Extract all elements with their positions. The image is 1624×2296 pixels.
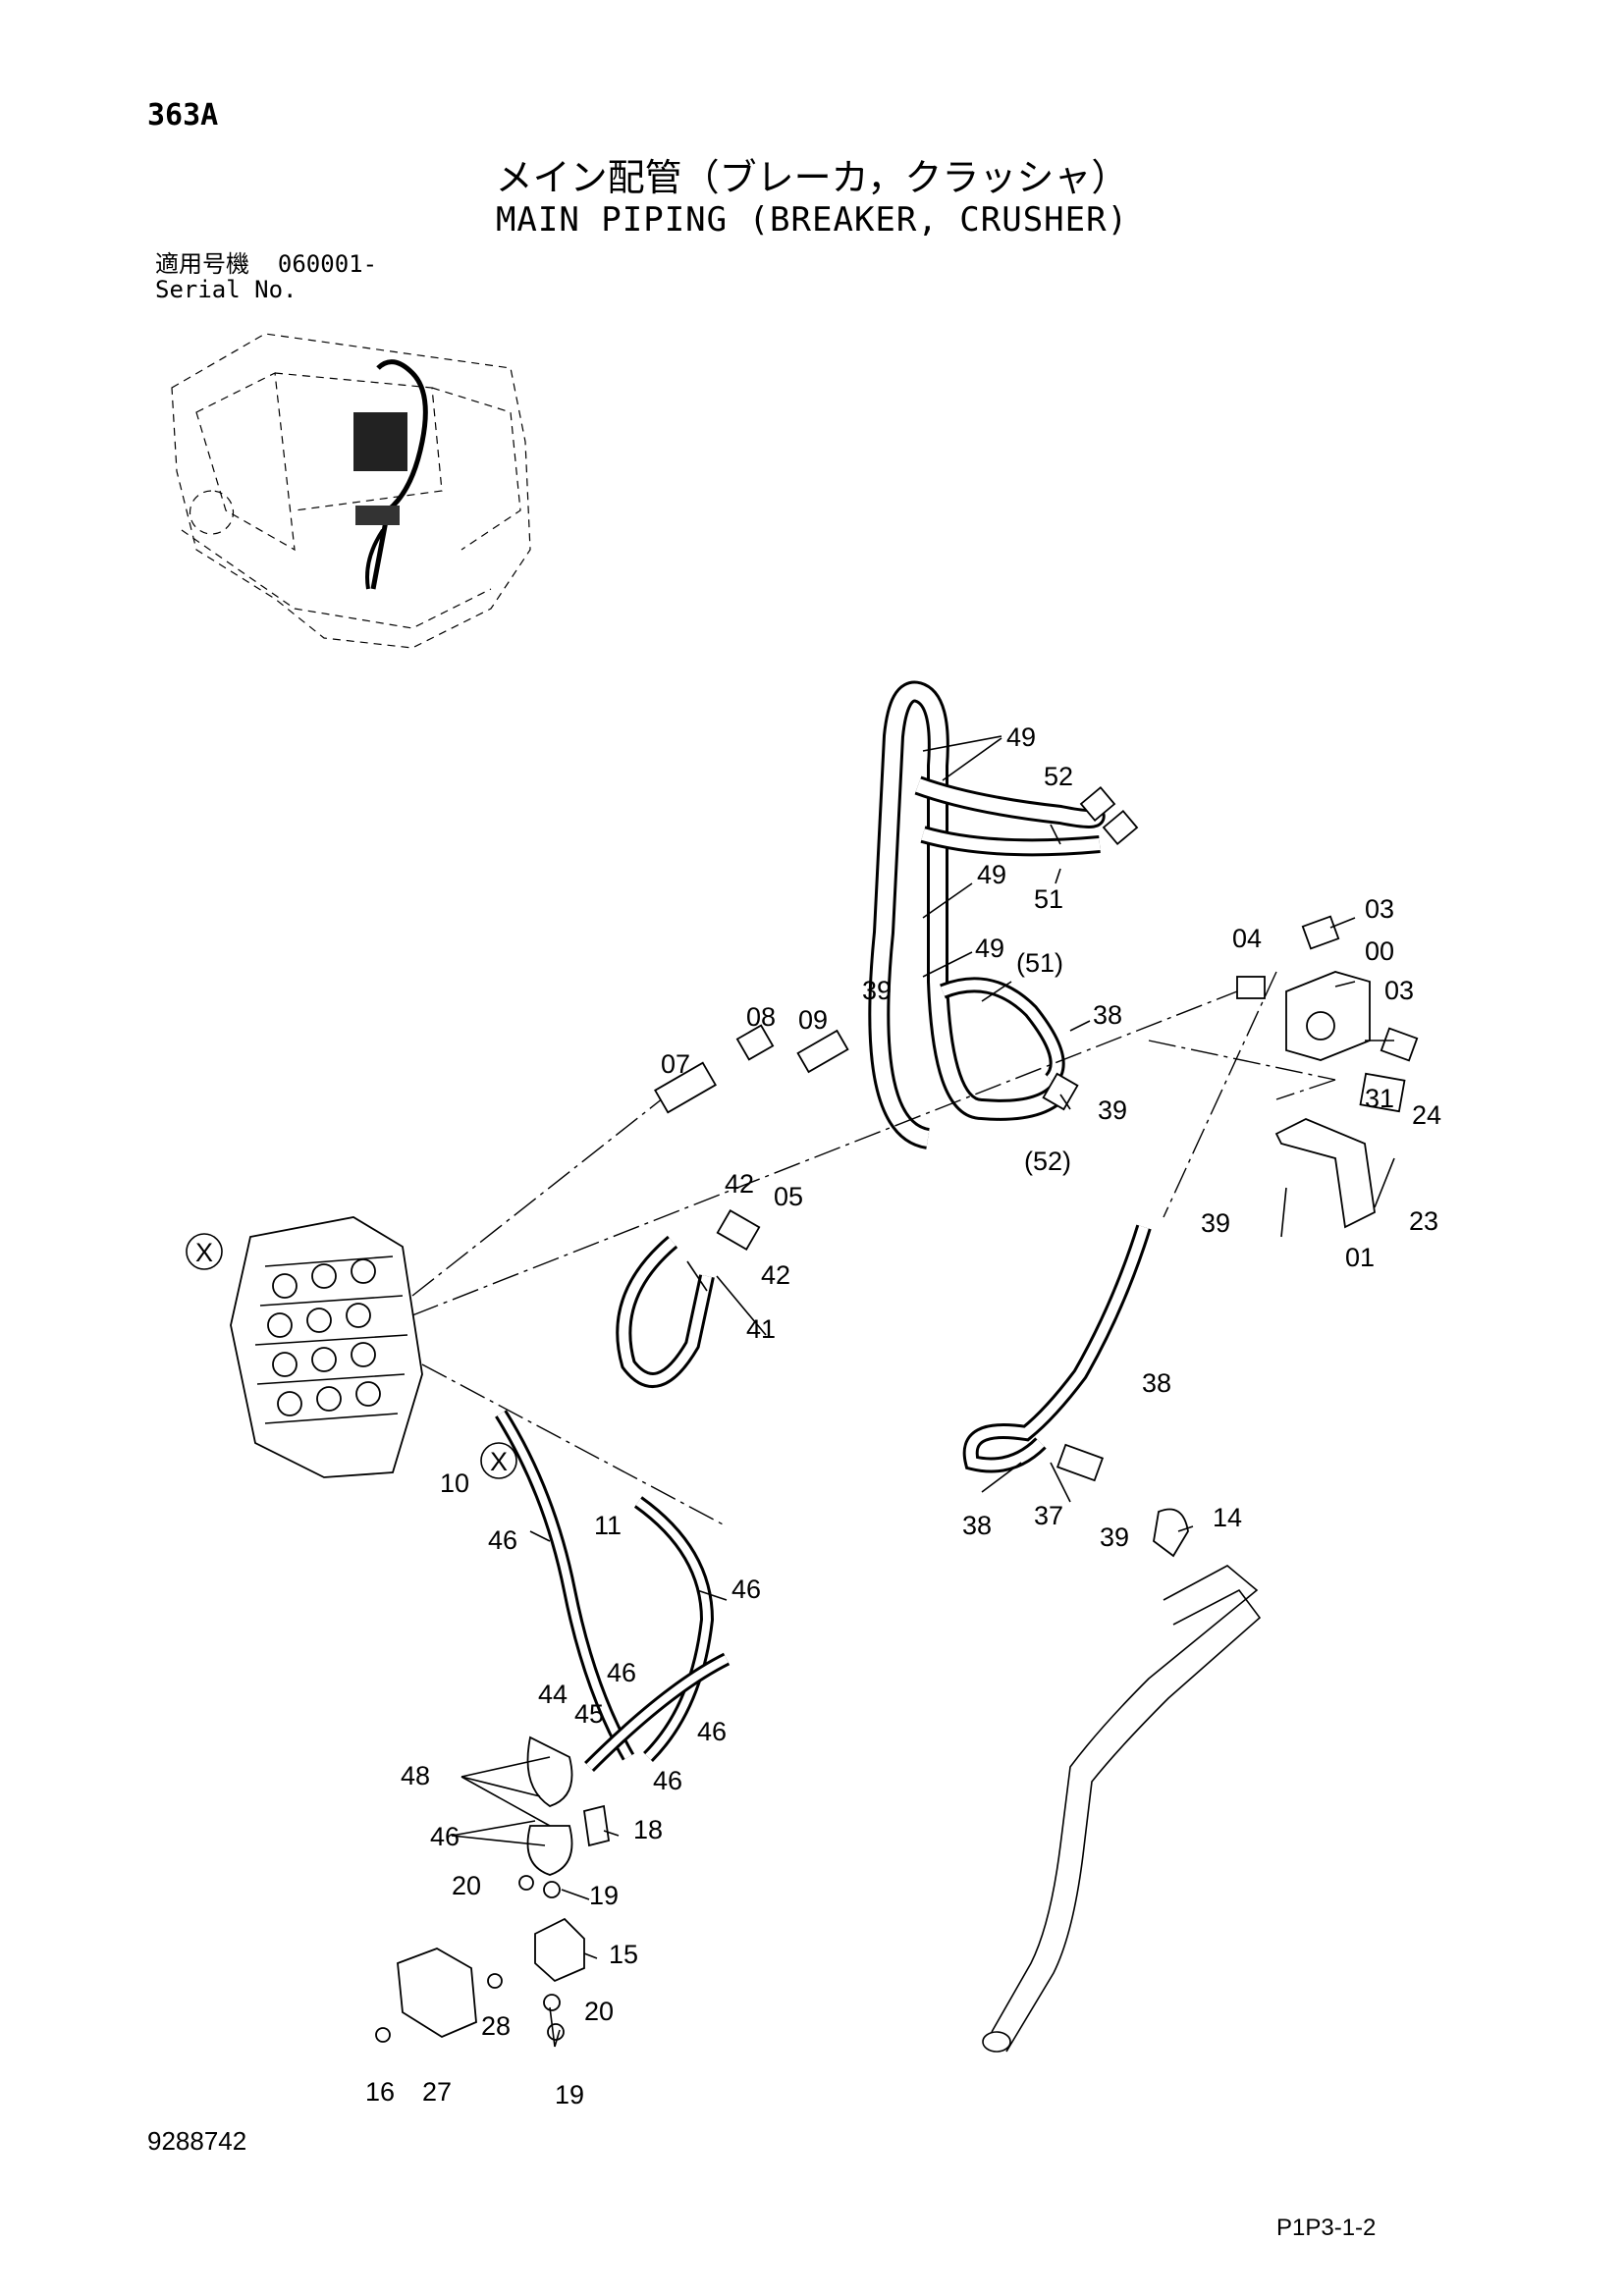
callout-39: 39 [1201, 1208, 1230, 1238]
bracket-23 [1274, 1072, 1406, 1229]
callout-15: 15 [609, 1940, 638, 1969]
callout-51-ref: (51) [1016, 948, 1063, 978]
serial-label-jp: 適用号機 [155, 250, 249, 278]
callout-42: 42 [761, 1260, 790, 1290]
callout-46: 46 [488, 1525, 517, 1555]
callout-07: 07 [661, 1049, 690, 1079]
callout-38: 38 [1142, 1368, 1171, 1398]
callout-48: 48 [401, 1761, 430, 1790]
callout-49: 49 [977, 860, 1006, 889]
hose-38-lower [962, 1224, 1189, 1558]
callout-11: 11 [594, 1511, 622, 1540]
callout-52: 52 [1044, 762, 1073, 791]
callout-14: 14 [1213, 1503, 1242, 1532]
callout-labels: 49 52 51 49 49 (51) 03 04 00 03 39 08 09… [195, 722, 1441, 2109]
callout-03: 03 [1384, 976, 1414, 1005]
callout-52-ref: (52) [1024, 1147, 1071, 1176]
callout-19: 19 [589, 1881, 619, 1910]
callout-16: 16 [365, 2077, 395, 2107]
callout-51: 51 [1034, 884, 1063, 914]
callout-05: 05 [774, 1182, 803, 1211]
callout-38: 38 [1093, 1000, 1122, 1030]
document-number: 9288742 [147, 2126, 247, 2156]
callout-42: 42 [725, 1169, 754, 1199]
callout-44: 44 [538, 1680, 568, 1709]
reference-x-circle-1 [186, 1233, 223, 1270]
callout-08: 08 [746, 1002, 776, 1032]
hose-46-group [495, 1410, 731, 1772]
serial-block: 適用号機 060001- Serial No. [155, 251, 377, 302]
callout-46: 46 [607, 1658, 636, 1687]
leader-lines [451, 735, 1395, 2048]
callout-49: 49 [975, 934, 1004, 963]
callout-46: 46 [430, 1822, 460, 1851]
callout-38: 38 [962, 1511, 992, 1540]
callout-19: 19 [555, 2080, 584, 2109]
callout-31: 31 [1365, 1084, 1394, 1113]
reference-x-1: X [195, 1238, 213, 1267]
callout-04: 04 [1232, 924, 1262, 953]
return-pipe [982, 1565, 1262, 2053]
machine-overview-drawing [171, 333, 531, 649]
callout-00: 00 [1365, 936, 1394, 966]
reference-x-2: X [490, 1447, 508, 1476]
block-assembly-00 [1236, 915, 1419, 1062]
callout-39: 39 [862, 976, 892, 1005]
callout-20: 20 [584, 1997, 614, 2026]
serial-label-en: Serial No. [155, 276, 298, 303]
callout-46: 46 [653, 1766, 682, 1795]
callout-45: 45 [574, 1699, 604, 1729]
callout-23: 23 [1409, 1206, 1438, 1236]
title-english: MAIN PIPING (BREAKER, CRUSHER) [495, 200, 1129, 240]
callout-41: 41 [746, 1314, 776, 1344]
callout-46: 46 [731, 1575, 761, 1604]
callout-01: 01 [1345, 1243, 1375, 1272]
callout-46: 46 [697, 1717, 727, 1746]
center-lines [411, 971, 1336, 1527]
callout-09: 09 [798, 1005, 828, 1035]
callout-10: 10 [440, 1468, 469, 1498]
callout-03: 03 [1365, 894, 1394, 924]
callout-27: 27 [422, 2077, 452, 2107]
callout-39: 39 [1100, 1522, 1129, 1552]
callout-20: 20 [452, 1871, 481, 1900]
callout-37: 37 [1034, 1501, 1063, 1530]
sheet-id: P1P3-1-2 [1276, 2215, 1377, 2241]
control-valve-drawing [230, 1216, 423, 1478]
callout-39: 39 [1098, 1095, 1127, 1125]
page-code: 363A [147, 98, 219, 133]
callout-28: 28 [481, 2011, 511, 2041]
callout-49: 49 [1006, 722, 1036, 752]
fittings-07-08-09 [654, 1024, 849, 1114]
hose-41 [616, 1209, 761, 1388]
reference-x-circle-2 [480, 1442, 517, 1479]
title-japanese: メイン配管（ブレーカ，クラッシャ） [495, 156, 1129, 199]
lower-block-assembly [375, 1735, 611, 2043]
callout-24: 24 [1412, 1100, 1441, 1130]
callout-18: 18 [633, 1815, 663, 1844]
serial-value: 060001- [277, 250, 378, 278]
upper-hose-bundle [868, 680, 1139, 1149]
